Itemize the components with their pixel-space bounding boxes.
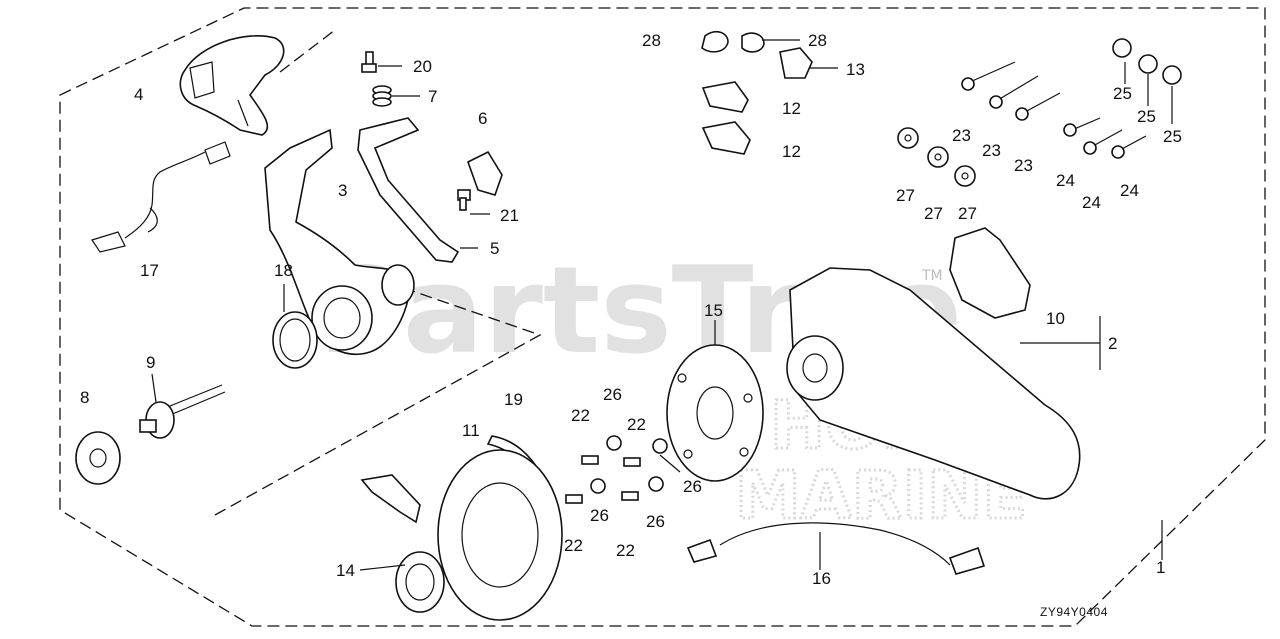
cable-part [686,522,986,575]
callout-5: 5 [490,239,499,258]
callout-24a: 24 [1056,171,1075,190]
callout-26d: 26 [646,512,665,531]
callout-22a: 22 [571,406,590,425]
throttle-arm-part [264,128,415,355]
callout-12b: 12 [782,142,801,161]
callout-6: 6 [478,109,487,128]
callout-17: 17 [140,261,159,280]
callout-11: 11 [462,421,480,440]
callout-28b: 28 [808,31,827,50]
rotor-plate-part [666,344,764,482]
callout-26b: 26 [683,477,702,496]
housing-part [786,267,1081,500]
lever-part [357,117,460,263]
callout-25a: 25 [1113,84,1132,103]
leader-lines [151,39,1173,571]
screw-part [361,51,377,73]
cap-part [75,431,121,485]
callout-15: 15 [704,301,723,320]
callout-8: 8 [80,388,89,407]
callout-labels: 1 2 3 4 5 6 7 8 9 10 11 12 12 13 14 15 1… [80,31,1182,588]
callout-16: 16 [812,569,831,588]
callout-10: 10 [1046,309,1065,328]
callout-28a: 28 [642,31,661,50]
gear-ring-part [395,551,445,613]
callout-22c: 22 [564,536,583,555]
callout-19: 19 [504,390,523,409]
callout-26c: 26 [590,506,609,525]
callout-2: 2 [1108,334,1117,353]
disc-part [437,449,563,621]
gasket-part [949,227,1031,319]
clips-group [701,30,813,155]
callout-12a: 12 [782,99,801,118]
callout-4: 4 [134,85,143,104]
callout-9: 9 [146,353,155,372]
callout-22d: 22 [616,541,635,560]
callout-24b: 24 [1082,193,1101,212]
plate-part [467,150,503,196]
callout-27b: 27 [924,204,943,223]
callout-27a: 27 [896,186,915,205]
callout-23a: 23 [952,126,971,145]
callout-26a: 26 [603,385,622,404]
watermark-trademark: TM [921,268,943,284]
callout-25b: 25 [1137,107,1156,126]
callout-7: 7 [428,87,437,106]
bracket-part [360,474,421,524]
wire-harness-part [91,141,231,253]
callout-21: 21 [500,206,519,225]
callout-25c: 25 [1163,127,1182,146]
callout-18: 18 [274,261,293,280]
callout-13: 13 [846,60,865,79]
callout-23b: 23 [982,141,1001,160]
inner-boundary-top [279,29,336,73]
callout-24c: 24 [1120,181,1139,200]
spring-part [372,85,392,107]
diagram-code: ZY94Y0404 [1040,605,1108,619]
callout-14: 14 [336,561,355,580]
shaft-part [139,384,226,439]
inner-boundary [214,284,542,516]
bolts-group [897,38,1182,187]
bolt-part [457,189,471,211]
assembly-boundary [59,7,1266,627]
grip-part [179,35,285,136]
callout-22b: 22 [627,415,646,434]
callout-1: 1 [1156,558,1165,577]
callout-23c: 23 [1014,156,1033,175]
callout-20: 20 [413,57,432,76]
screws-group [565,435,668,504]
callout-3: 3 [338,181,347,200]
callout-27c: 27 [958,204,977,223]
